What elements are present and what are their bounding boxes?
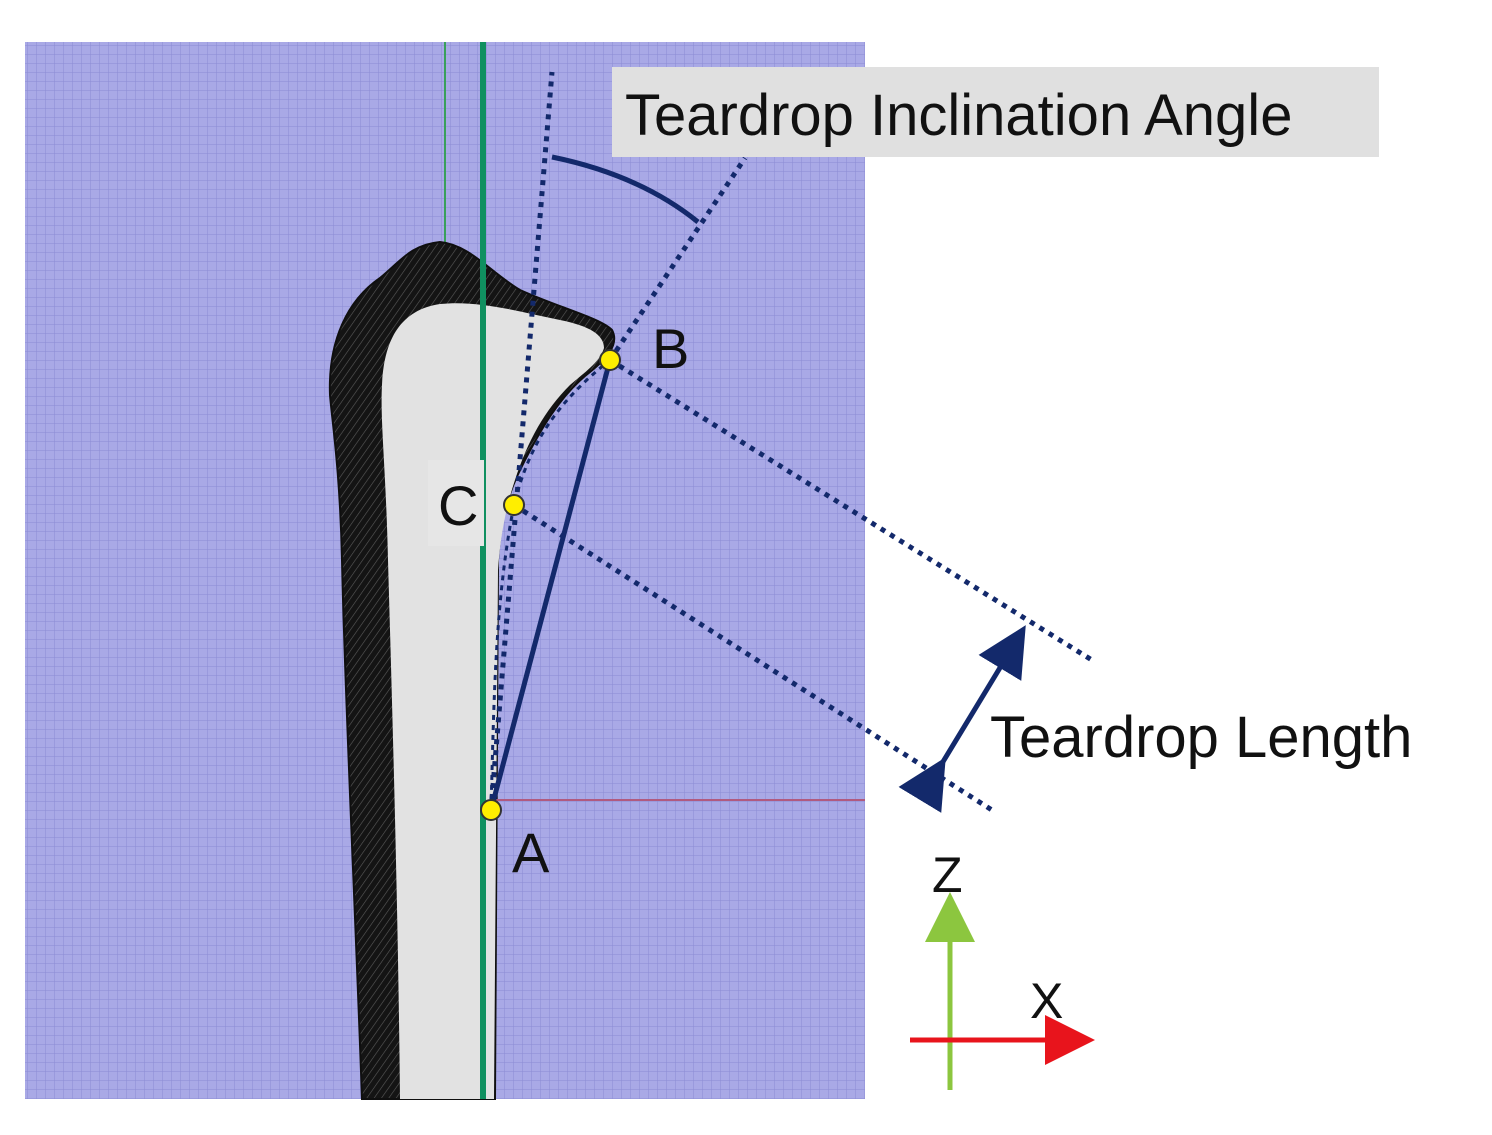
point-c-marker xyxy=(503,494,525,516)
title-label: Teardrop Inclination Angle xyxy=(625,83,1292,148)
inclination-dotted-line-tilted xyxy=(607,156,748,362)
point-c-label-box xyxy=(428,460,484,546)
inclination-angle-arc xyxy=(551,154,700,224)
point-a-marker xyxy=(480,799,502,821)
axis-x-label: X xyxy=(1030,973,1063,1029)
point-c-label: C xyxy=(438,474,478,537)
point-b-label: B xyxy=(652,317,689,380)
axis-z-label: Z xyxy=(932,847,963,903)
teardrop-contour xyxy=(489,358,611,811)
teardrop-length-label: Teardrop Length xyxy=(990,705,1412,770)
point-a-label: A xyxy=(512,821,550,884)
perpendicular-from-b xyxy=(608,357,1097,665)
point-b-marker xyxy=(599,349,621,371)
teardrop-length-arrow xyxy=(898,625,1026,813)
line-a-to-b xyxy=(488,359,613,811)
inclination-dotted-line-vertical xyxy=(488,71,555,811)
title-box xyxy=(612,67,1379,157)
